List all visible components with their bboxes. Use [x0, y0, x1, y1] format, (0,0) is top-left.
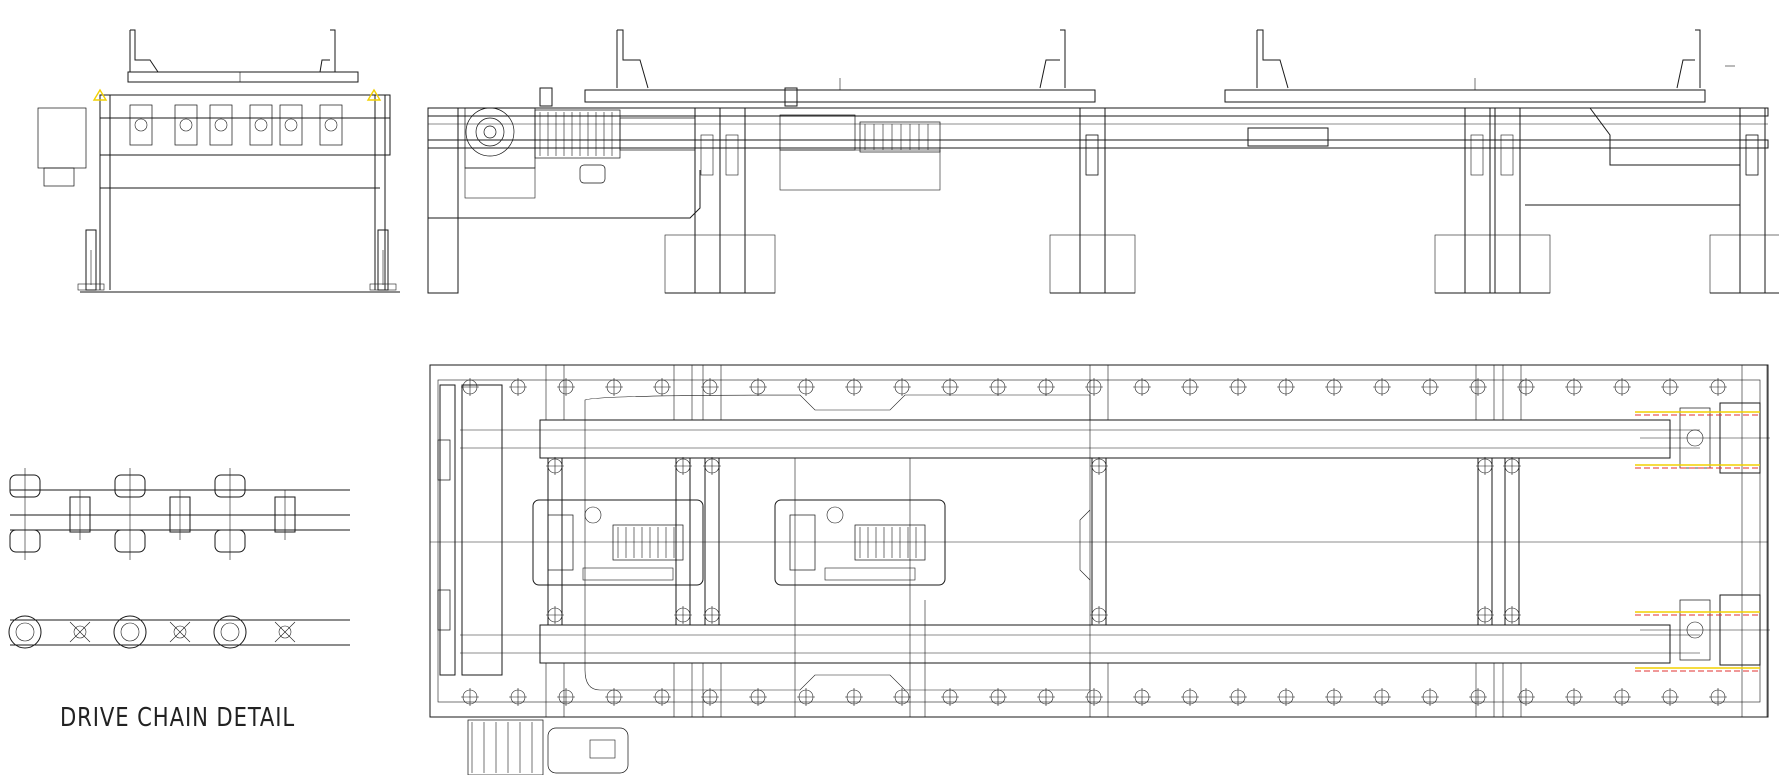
plan-view [429, 364, 1770, 775]
drive-chain-detail-caption: DRIVE CHAIN DETAIL [60, 703, 295, 733]
side-elevation-view [427, 29, 1779, 294]
drive-chain-detail: DRIVE CHAIN DETAIL [8, 468, 350, 733]
end-elevation-view [37, 29, 400, 293]
